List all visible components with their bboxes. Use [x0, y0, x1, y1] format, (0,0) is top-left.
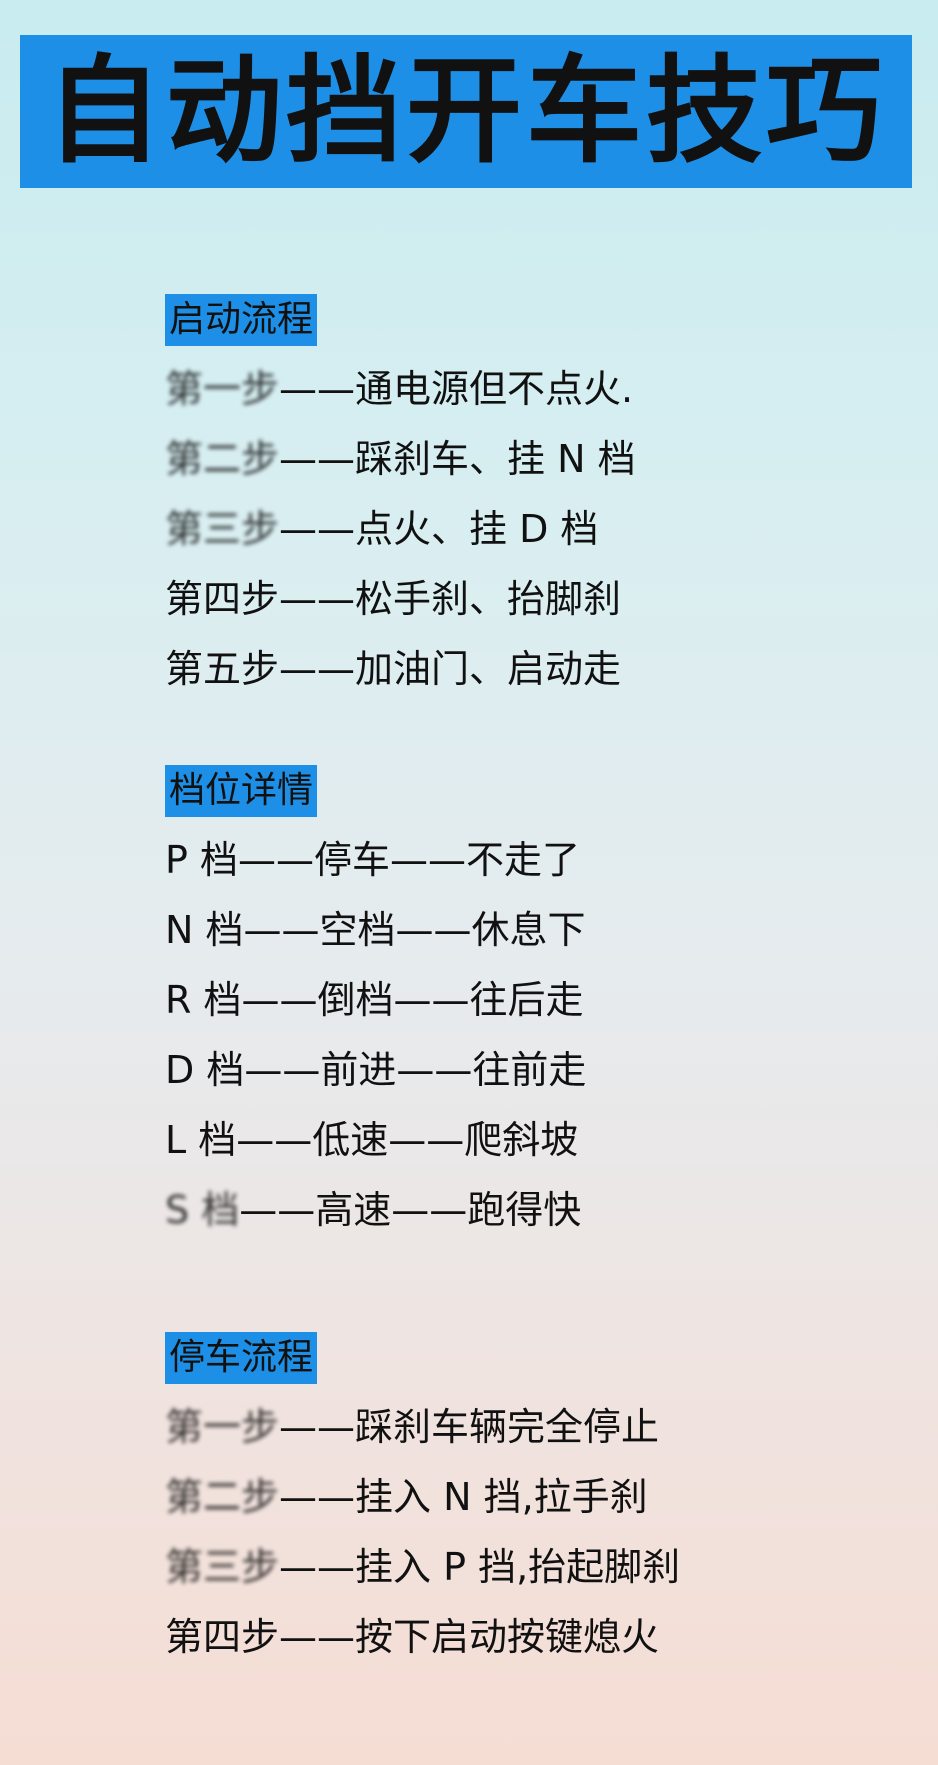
step-label: 第一步 — [165, 1405, 280, 1449]
step-label: 第五步 — [165, 647, 280, 691]
gear-item-r: R 档——倒档——往后走 — [165, 965, 586, 1035]
gear-text: ——倒档——往后走 — [241, 978, 584, 1022]
step-text: ——按下启动按键熄火 — [279, 1615, 660, 1659]
stop-step-2: 第二步——挂入 N 挡,拉手刹 — [165, 1462, 680, 1532]
step-text: ——通电源但不点火. — [279, 367, 634, 411]
gear-text: ——低速——爬斜坡 — [236, 1118, 579, 1162]
gear-item-l: L 档——低速——爬斜坡 — [165, 1105, 586, 1175]
step-text: ——加油门、启动走 — [279, 647, 622, 691]
step-label: 第四步 — [165, 577, 280, 621]
stop-step-4: 第四步——按下启动按键熄火 — [165, 1602, 680, 1672]
gear-text: ——前进——往前走 — [244, 1048, 587, 1092]
gear-text: ——高速——跑得快 — [239, 1188, 582, 1232]
start-step-4: 第四步——松手刹、抬脚刹 — [165, 564, 636, 634]
stop-section: 停车流程 第一步——踩刹车辆完全停止 第二步——挂入 N 挡,拉手刹 第三步——… — [165, 1332, 680, 1672]
step-label: 第二步 — [165, 437, 280, 481]
gears-section: 档位详情 P 档——停车——不走了 N 档——空档——休息下 R 档——倒档——… — [165, 765, 586, 1245]
step-text: ——踩刹车、挂 N 档 — [279, 437, 636, 481]
gear-item-n: N 档——空档——休息下 — [165, 895, 586, 965]
page-title: 自动挡开车技巧 — [46, 43, 886, 179]
gear-label: R 档 — [165, 978, 242, 1022]
step-text: ——挂入 N 挡,拉手刹 — [279, 1475, 648, 1519]
gear-item-d: D 档——前进——往前走 — [165, 1035, 586, 1105]
title-banner: 自动挡开车技巧 — [20, 35, 912, 188]
gear-text: ——停车——不走了 — [238, 838, 581, 882]
step-text: ——挂入 P 挡,抬起脚刹 — [279, 1545, 681, 1589]
stop-heading: 停车流程 — [165, 1332, 318, 1384]
gear-label: D 档 — [165, 1048, 245, 1092]
gear-label: N 档 — [165, 908, 244, 952]
start-step-1: 第一步——通电源但不点火. — [165, 354, 636, 424]
start-step-5: 第五步——加油门、启动走 — [165, 634, 636, 704]
start-heading: 启动流程 — [165, 294, 318, 346]
step-label: 第一步 — [165, 367, 280, 411]
step-label: 第三步 — [165, 1545, 280, 1589]
gear-item-p: P 档——停车——不走了 — [165, 825, 586, 895]
gears-heading: 档位详情 — [165, 765, 318, 817]
gear-label: S 档 — [165, 1188, 240, 1232]
step-label: 第二步 — [165, 1475, 280, 1519]
step-text: ——点火、挂 D 档 — [279, 507, 599, 551]
gear-label: L 档 — [165, 1118, 237, 1162]
start-step-2: 第二步——踩刹车、挂 N 档 — [165, 424, 636, 494]
stop-step-3: 第三步——挂入 P 挡,抬起脚刹 — [165, 1532, 680, 1602]
step-text: ——踩刹车辆完全停止 — [279, 1405, 660, 1449]
gear-text: ——空档——休息下 — [243, 908, 586, 952]
step-label: 第四步 — [165, 1615, 280, 1659]
gear-label: P 档 — [165, 838, 238, 882]
step-label: 第三步 — [165, 507, 280, 551]
start-section: 启动流程 第一步——通电源但不点火. 第二步——踩刹车、挂 N 档 第三步——点… — [165, 294, 636, 704]
gear-item-s: S 档——高速——跑得快 — [165, 1175, 586, 1245]
step-text: ——松手刹、抬脚刹 — [279, 577, 622, 621]
stop-step-1: 第一步——踩刹车辆完全停止 — [165, 1392, 680, 1462]
start-step-3: 第三步——点火、挂 D 档 — [165, 494, 636, 564]
